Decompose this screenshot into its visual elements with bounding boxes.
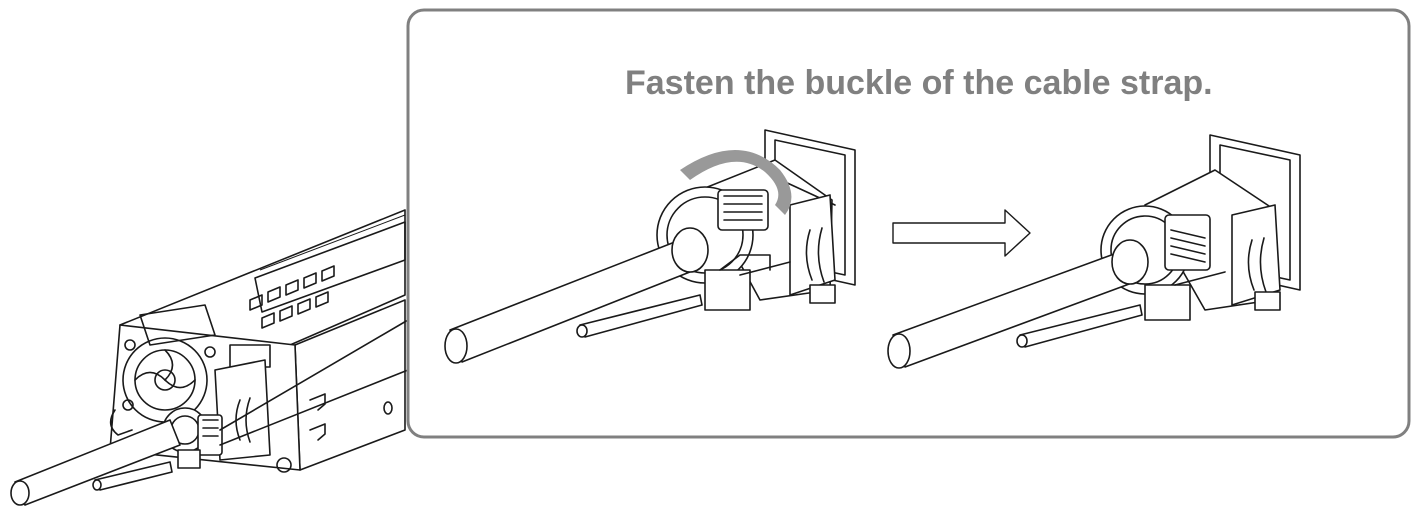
hollow-right-arrow-icon	[892, 209, 1031, 257]
psu-vents	[249, 265, 335, 329]
callout-leader-bottom	[219, 369, 409, 446]
callout-leader-top	[219, 319, 409, 431]
step-before-illustration	[444, 129, 856, 364]
psu-fan	[122, 337, 216, 423]
callout-title: Fasten the buckle of the cable strap.	[625, 64, 1213, 102]
step-after-illustration	[887, 134, 1301, 369]
psu-power-cable	[10, 419, 181, 506]
power-supply-unit	[10, 209, 406, 506]
curved-rotation-arrow-icon	[680, 150, 792, 215]
